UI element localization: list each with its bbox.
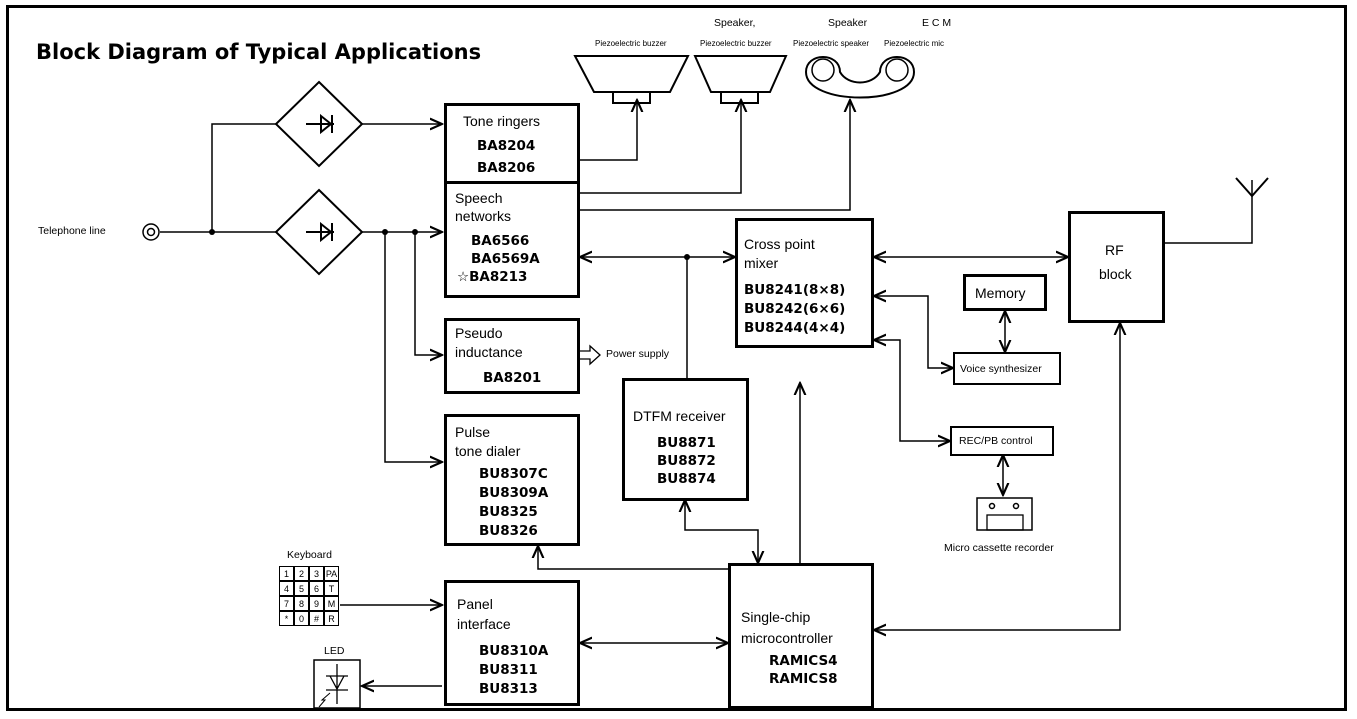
tone-dialer-label: tone dialer xyxy=(455,443,521,459)
keyboard-key: M xyxy=(324,596,339,611)
part-number: BA8204 xyxy=(477,138,536,154)
buzzer-symbol xyxy=(573,55,690,104)
part-number: RAMICS8 xyxy=(769,671,838,687)
part-number: RAMICS4 xyxy=(769,653,838,669)
keyboard-key: 3 xyxy=(309,566,324,581)
keyboard-label: Keyboard xyxy=(287,549,332,561)
keyboard-key: 8 xyxy=(294,596,309,611)
keyboard-key: * xyxy=(279,611,294,626)
dtfm-label: DTFM receiver xyxy=(633,408,726,424)
keyboard-key: PA xyxy=(324,566,339,581)
keyboard-key: 7 xyxy=(279,596,294,611)
pseudo-label: Pseudo xyxy=(455,325,503,341)
rectifier-upper xyxy=(274,80,364,168)
keyboard-key: 0 xyxy=(294,611,309,626)
keyboard-key: 4 xyxy=(279,581,294,596)
voice-synthesizer-label: Voice synthesizer xyxy=(960,363,1042,375)
pseudo-inductance-block: Pseudo inductance BA8201 xyxy=(444,318,580,394)
speaker-label-2: Speaker xyxy=(828,17,868,29)
telephone-line-label: Telephone line xyxy=(38,225,106,237)
single-chip-label: Single-chip xyxy=(741,609,811,625)
upper-rectifier-feed xyxy=(211,123,276,232)
speaker-sub-1: Piezoelectric buzzer xyxy=(700,39,772,48)
keyboard-key: T xyxy=(324,581,339,596)
voice-synthesizer-block: Voice synthesizer xyxy=(953,352,1061,385)
part-number: BU8871 xyxy=(657,435,716,451)
tone-ringers-block: Tone ringers BA8204 BA8206 xyxy=(444,103,580,188)
keyboard-key: # xyxy=(309,611,324,626)
part-number: BA6566 xyxy=(471,233,530,249)
part-number: BA6569A xyxy=(471,251,540,267)
memory-block: Memory xyxy=(963,274,1047,311)
handset-symbol xyxy=(804,56,916,99)
rf-label: RF xyxy=(1105,242,1124,258)
diagram-title: Block Diagram of Typical Applications xyxy=(36,40,482,64)
part-number: BU8872 xyxy=(657,453,716,469)
ecm-label: E C M xyxy=(922,17,952,29)
keyboard-key: 2 xyxy=(294,566,309,581)
part-number: BU8325 xyxy=(479,504,538,520)
microcontroller-block: Single-chip microcontroller RAMICS4 RAMI… xyxy=(728,563,874,709)
part-number: BU8244(4×4) xyxy=(744,320,846,336)
part-number: BU8307C xyxy=(479,466,548,482)
part-number: BU8309A xyxy=(479,485,549,501)
diagram-frame xyxy=(6,5,1347,711)
speaker-label-1: Speaker, xyxy=(714,17,756,29)
panel-label: Panel xyxy=(457,596,493,612)
pulse-tone-dialer-block: Pulse tone dialer BU8307C BU8309A BU8325… xyxy=(444,414,580,546)
keyboard-key: R xyxy=(324,611,339,626)
memory-label: Memory xyxy=(975,285,1026,301)
part-number: BU8242(6×6) xyxy=(744,301,846,317)
cross-point-mixer-block: Cross point mixer BU8241(8×8) BU8242(6×6… xyxy=(735,218,874,348)
cross-point-label: Cross point xyxy=(744,236,815,252)
networks-label: networks xyxy=(455,208,512,224)
part-number: BU8311 xyxy=(479,662,538,678)
power-supply-label: Power supply xyxy=(606,348,670,360)
part-number: BU8326 xyxy=(479,523,538,539)
part-number: BU8310A xyxy=(479,643,549,659)
tone-ringers-label: Tone ringers xyxy=(463,113,541,129)
dtfm-receiver-block: DTFM receiver BU8871 BU8872 BU8874 xyxy=(622,378,749,501)
part-number: BA8206 xyxy=(477,160,536,176)
piezo-buzzer-label: Piezoelectric buzzer xyxy=(595,39,667,48)
speech-label: Speech xyxy=(455,190,503,206)
mixer-label: mixer xyxy=(744,255,779,271)
rectifier-lower xyxy=(274,188,364,276)
panel-interface-block: Panel interface BU8310A BU8311 BU8313 xyxy=(444,580,580,706)
rf-block: RF block xyxy=(1068,211,1165,323)
speaker-sub-2: Piezoelectric speaker xyxy=(793,39,870,48)
led-label: LED xyxy=(324,645,345,657)
rec-pb-control-block: REC/PB control xyxy=(950,426,1054,456)
part-number: BA8201 xyxy=(483,370,542,386)
keyboard-key: 9 xyxy=(309,596,324,611)
keyboard-key: 6 xyxy=(309,581,324,596)
part-number: BU8313 xyxy=(479,681,538,697)
bus-to-pulse xyxy=(384,232,442,462)
micro-cassette-label: Micro cassette recorder xyxy=(944,542,1054,554)
speech-networks-block: Speech networks BA6566 BA6569A ☆BA8213 xyxy=(444,181,580,298)
ecm-sub: Piezoelectric mic xyxy=(884,39,945,48)
part-number: BU8874 xyxy=(657,471,716,487)
part-number: BU8241(8×8) xyxy=(744,282,846,298)
pulse-label: Pulse xyxy=(455,424,491,440)
keyboard-key: 5 xyxy=(294,581,309,596)
keyboard-key: 1 xyxy=(279,566,294,581)
rec-pb-label: REC/PB control xyxy=(959,435,1033,447)
microcontroller-label: microcontroller xyxy=(741,630,833,646)
bus-to-pseudo xyxy=(414,232,442,355)
interface-label: interface xyxy=(457,616,511,632)
inductance-label: inductance xyxy=(455,344,523,360)
block-label: block xyxy=(1099,266,1132,282)
part-number: ☆BA8213 xyxy=(457,269,528,285)
